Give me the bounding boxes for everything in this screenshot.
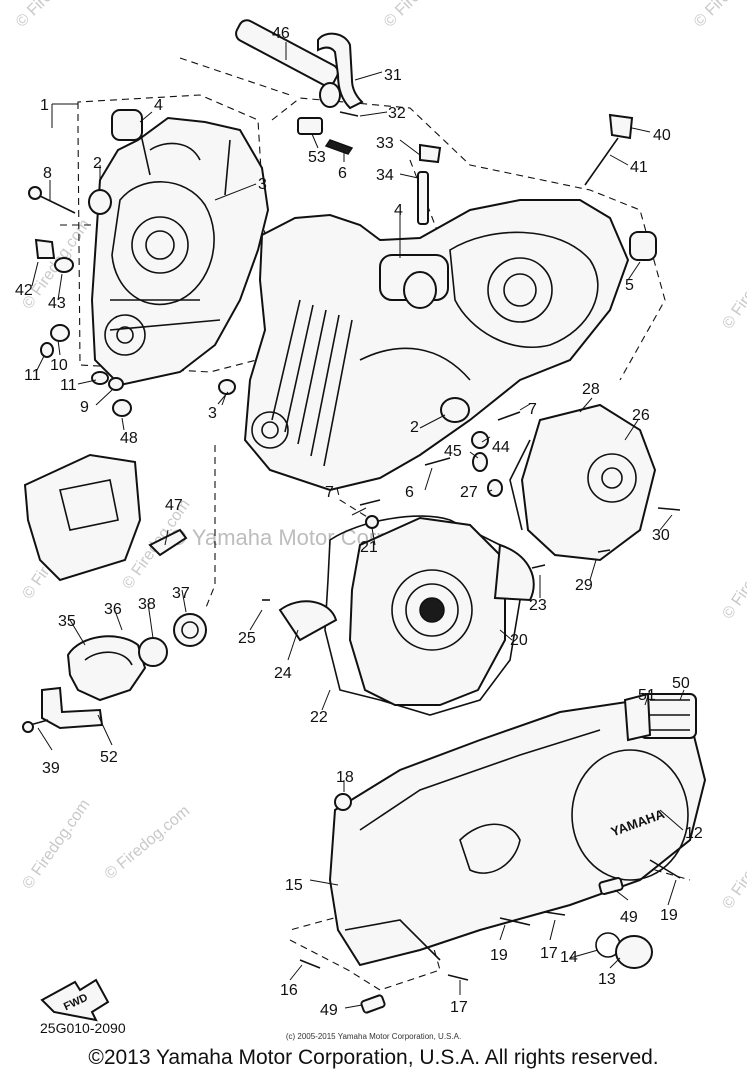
callout-30: 30	[652, 527, 670, 544]
fwd-arrow: FWD	[40, 978, 110, 1022]
callout-13: 13	[598, 971, 616, 988]
thermostat-assembly	[22, 613, 207, 733]
callout-21: 21	[360, 539, 378, 556]
callout-1: 1	[40, 97, 49, 114]
callout-16: 16	[280, 982, 298, 999]
callout-11b: 11	[60, 377, 77, 394]
cvt-fasteners	[299, 793, 681, 1014]
callout-34: 34	[376, 167, 394, 184]
callout-29: 29	[575, 577, 593, 594]
callout-33: 33	[376, 135, 394, 152]
callout-4a: 4	[154, 97, 163, 114]
callout-11a: 11	[24, 367, 41, 384]
callout-39: 39	[42, 760, 60, 777]
callout-26: 26	[632, 407, 650, 424]
cvt-cover: YAMAHA	[328, 692, 707, 967]
callout-50: 50	[672, 675, 690, 692]
callout-25: 25	[238, 630, 256, 647]
callout-14: 14	[560, 949, 578, 966]
callout-19b: 19	[490, 947, 508, 964]
callout-12: 12	[685, 825, 703, 842]
callout-31: 31	[384, 67, 402, 84]
watermark-tc: © Firedog.com	[381, 0, 467, 31]
watermark-tl: © Firedog.com	[13, 0, 99, 31]
watermark-c3: © Firedog.com	[102, 802, 193, 883]
callout-44: 44	[492, 439, 510, 456]
part-callouts: 1 2 2 3 3 4 4 5 6 6 7 7 8 9 10 11 11 12 …	[15, 25, 703, 1019]
callout-2a: 2	[93, 155, 102, 172]
callout-27: 27	[460, 484, 478, 501]
callout-15: 15	[285, 877, 303, 894]
watermark-l3: © Firedog.com	[19, 796, 93, 892]
watermark-tr: © Firedog.com	[691, 0, 747, 31]
left-crankcase	[88, 109, 270, 387]
callout-46: 46	[272, 25, 290, 42]
callout-37: 37	[172, 585, 190, 602]
watermark-r1: © Firedog.com	[719, 236, 747, 332]
callout-49a: 49	[620, 909, 638, 926]
callout-23: 23	[529, 597, 547, 614]
callout-51: 51	[638, 687, 656, 704]
watermark-r2: © Firedog.com	[719, 526, 747, 622]
leader-lines	[31, 42, 685, 1009]
shroud-cover	[23, 453, 188, 582]
callout-49b: 49	[320, 1002, 338, 1019]
oil-dipstick	[584, 113, 657, 261]
callout-2b: 2	[410, 419, 419, 436]
callout-6b: 6	[405, 484, 414, 501]
footer-copyright: ©2013 Yamaha Motor Corporation, U.S.A. A…	[88, 1046, 659, 1069]
stator-cover	[278, 403, 657, 716]
callout-8: 8	[43, 165, 52, 182]
callout-3b: 3	[208, 405, 217, 422]
callout-17b: 17	[450, 999, 468, 1016]
callout-4b: 4	[394, 202, 403, 219]
center-fasteners	[262, 397, 681, 601]
callout-19a: 19	[660, 907, 678, 924]
callout-47: 47	[165, 497, 183, 514]
right-crankcase	[243, 199, 630, 492]
diagram-code: 25G010-2090	[40, 1020, 126, 1036]
callout-41: 41	[630, 159, 648, 176]
callout-38: 38	[138, 596, 156, 613]
callout-42: 42	[15, 282, 33, 299]
callout-6a: 6	[338, 165, 347, 182]
callout-17a: 17	[540, 945, 558, 962]
callout-48: 48	[120, 430, 138, 447]
callout-10: 10	[50, 357, 68, 374]
hose-and-pipe	[235, 19, 442, 225]
callout-53: 53	[308, 149, 326, 166]
watermark-r3: © Firedog.com	[719, 816, 747, 912]
callout-28: 28	[582, 381, 600, 398]
callout-24: 24	[274, 665, 292, 682]
callout-40: 40	[653, 127, 671, 144]
callout-7b: 7	[325, 484, 334, 501]
callout-7a: 7	[528, 401, 537, 418]
callout-22: 22	[310, 709, 328, 726]
callout-43: 43	[48, 295, 66, 312]
callout-32: 32	[388, 105, 406, 122]
left-fasteners	[28, 186, 236, 417]
callout-9: 9	[80, 399, 89, 416]
callout-18: 18	[336, 769, 354, 786]
callout-5: 5	[625, 277, 634, 294]
callout-35: 35	[58, 613, 76, 630]
callout-3a: 3	[258, 176, 267, 193]
small-copyright: (c) 2005-2015 Yamaha Motor Corporation, …	[285, 1032, 462, 1041]
callout-20: 20	[510, 632, 528, 649]
callout-52: 52	[100, 749, 118, 766]
callout-45: 45	[444, 443, 462, 460]
callout-36: 36	[104, 601, 122, 618]
